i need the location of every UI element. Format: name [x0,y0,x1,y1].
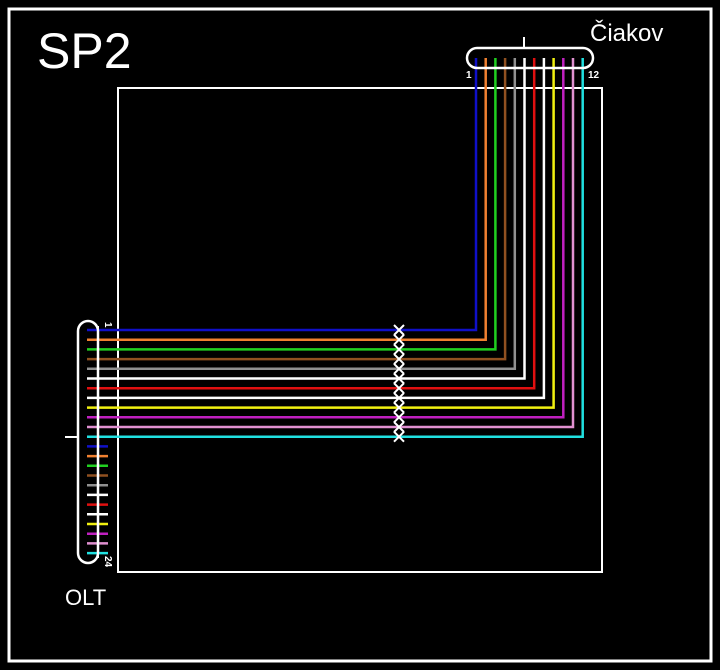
fiber-3 [87,58,497,351]
fiber-6 [87,58,526,380]
splice-mark-5 [393,363,405,375]
fiber-2 [87,58,487,341]
top-first-label: 1 [466,70,472,81]
splice-mark-6 [393,372,405,385]
splice-mark-2 [393,333,405,346]
splice-mark-4 [393,353,405,365]
fiber-8 [87,58,546,400]
outer-frame [7,7,713,663]
splice-mark-8 [393,392,405,404]
fiber-4 [87,58,507,361]
fiber-7 [87,58,536,390]
olt-connector [76,319,100,565]
top-connector [465,46,595,70]
fiber-9 [87,58,555,409]
splice-mark-10 [393,411,405,424]
splice-mark-7 [393,382,405,394]
splice-mark-9 [393,401,405,414]
top-last-label: 12 [588,70,600,81]
fiber-10 [87,58,565,419]
olt-first-label: 1 [102,322,113,328]
splice-mark-11 [393,421,405,433]
splice-mark-12 [393,430,405,443]
splice-mark-3 [393,343,405,356]
fiber-1 [87,58,478,332]
top-connector-label: Čiakov [590,20,664,47]
splice-mark-1 [393,324,405,336]
fiber-11 [87,58,575,429]
olt-connector-label: OLT [65,585,107,610]
fiber-12 [87,58,584,438]
fiber-5 [87,58,517,371]
olt-last-label: 24 [102,556,113,568]
diagram-title: SP2 [37,23,132,79]
